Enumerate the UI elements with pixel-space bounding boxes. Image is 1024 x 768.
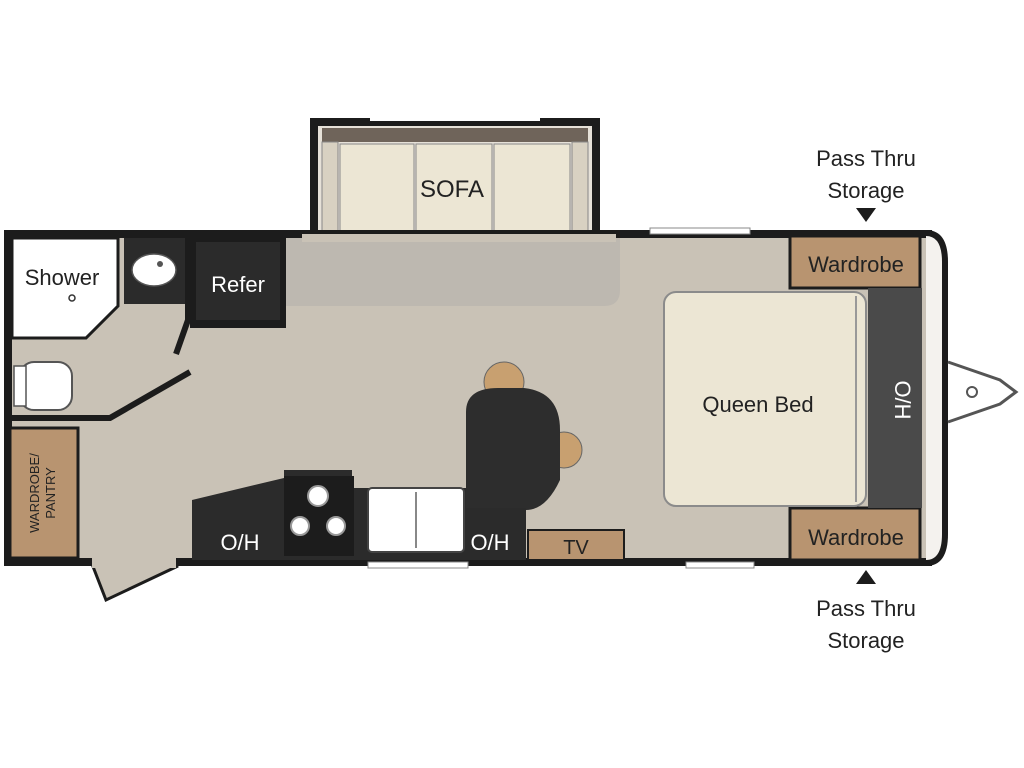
hitch-jack xyxy=(966,386,978,398)
toilet-tank xyxy=(13,365,27,407)
trailer-front-cap-inner xyxy=(926,236,942,560)
oh-kitchen-right-label: O/H xyxy=(470,530,509,555)
window xyxy=(685,561,755,569)
bath-sink xyxy=(131,253,177,287)
tv-cabinet xyxy=(527,529,625,561)
arrow-up-icon xyxy=(856,570,876,584)
overhead-front-cabinet xyxy=(868,288,922,508)
pass-thru-bottom-line1: Pass Thru xyxy=(816,596,916,621)
sofa-cushion xyxy=(339,143,415,241)
oh-kitchen-left-label: O/H xyxy=(220,530,259,555)
burner xyxy=(326,516,346,536)
door-gap xyxy=(92,558,176,568)
shower-drain xyxy=(68,294,76,302)
refrigerator-face xyxy=(196,242,280,320)
sofa-label: SOFA xyxy=(420,176,484,203)
slide-window xyxy=(370,116,540,121)
tv-label: TV xyxy=(563,537,589,559)
slide-out-area xyxy=(286,238,620,306)
queen-bed-label: Queen Bed xyxy=(702,392,813,417)
window xyxy=(367,561,469,569)
burner xyxy=(307,485,329,507)
sofa-back xyxy=(322,128,588,142)
refer-label: Refer xyxy=(211,272,265,297)
wardrobe-top xyxy=(788,234,922,290)
shower-label: Shower xyxy=(25,265,100,290)
wardrobe-top-label: Wardrobe xyxy=(808,252,904,277)
slide-opening xyxy=(302,234,616,242)
queen-bed xyxy=(663,291,867,507)
arrow-down-icon xyxy=(856,208,876,222)
pass-thru-top-line2: Storage xyxy=(827,178,904,203)
bathroom-wall xyxy=(12,369,192,421)
faucet xyxy=(157,261,163,267)
oh-front-label: O/H xyxy=(890,380,915,419)
toilet-base xyxy=(19,361,73,411)
window xyxy=(649,227,751,235)
hitch-tongue xyxy=(947,360,1019,424)
wardrobe-pantry-label-line2: PANTRY xyxy=(43,467,58,519)
sofa-arm-right xyxy=(571,141,589,241)
pass-thru-top-line1: Pass Thru xyxy=(816,146,916,171)
wardrobe-pantry-label-line1: WARDROBE/ xyxy=(27,453,42,533)
wardrobe-bottom xyxy=(788,506,922,562)
shower-stall xyxy=(10,236,120,340)
burner xyxy=(290,516,310,536)
wardrobe-pantry xyxy=(8,426,80,560)
dinette-table xyxy=(466,388,560,510)
pass-thru-bottom-line2: Storage xyxy=(827,628,904,653)
bathroom-wall xyxy=(173,238,191,355)
entry-door xyxy=(89,562,179,603)
sofa-cushion xyxy=(493,143,571,241)
sofa-arm-left xyxy=(321,141,339,241)
wardrobe-bottom-label: Wardrobe xyxy=(808,525,904,550)
